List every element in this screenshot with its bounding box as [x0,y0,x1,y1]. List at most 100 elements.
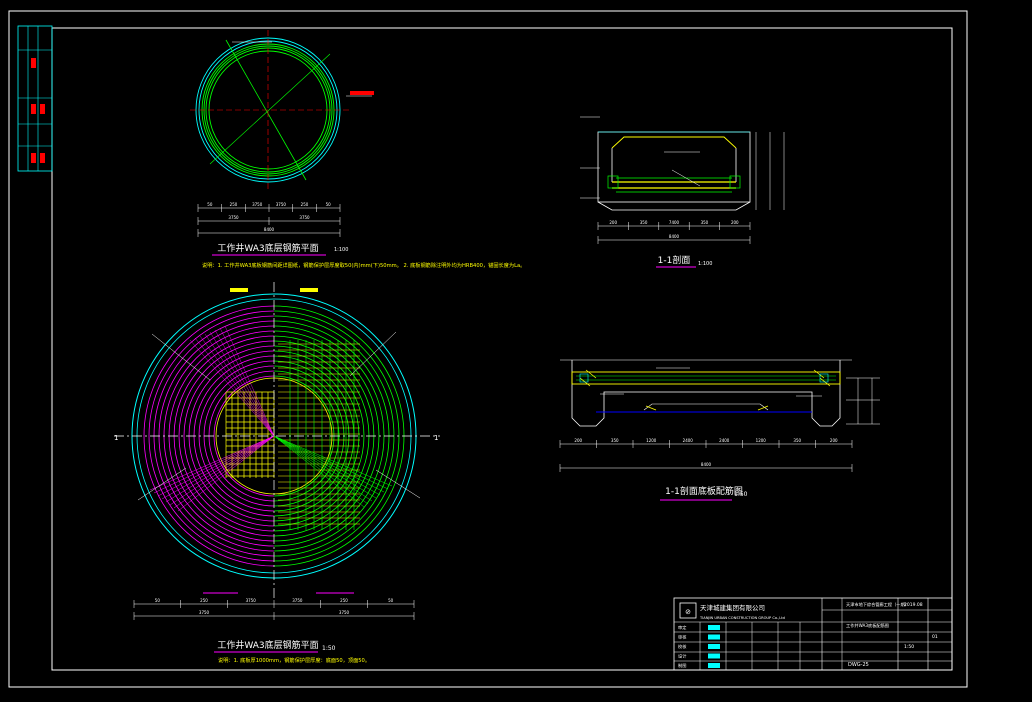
fan-bar [273,435,369,505]
fan-bar [153,435,275,494]
drawing-scale: 1:50 [904,644,914,650]
dim-label: 200 [609,220,617,225]
drawing-name: 工作井WA3底板配筋图 [846,622,889,629]
dim-label: 200 [574,438,582,443]
main-plan-scale: 1:50 [322,645,336,652]
ring-rebar-left [148,310,275,562]
fan-bar [273,435,381,496]
ring-rebar-right [273,330,380,542]
dim-label: 350 [640,220,648,225]
fan-bar [273,435,385,493]
dim-label: 200 [830,438,838,443]
company-name: 天津城建集团有限公司 [700,603,765,612]
top-plan-title: 工作井WA3底层钢筋平面 [217,242,318,254]
signature-stamp [708,663,720,668]
sheet-number: 01 [932,634,938,640]
dim-label: 250 [230,202,238,207]
dim-label: 3750 [252,202,263,207]
section-top-title: 1-1剖面 [658,254,691,266]
dim-label: 50 [155,598,161,603]
fan-bar [177,435,275,512]
role-label: 审定 [678,624,686,631]
svg-text:⊘: ⊘ [685,608,691,616]
fan-bar [273,435,365,508]
signature-stamp [708,625,720,630]
section-mark-left: 1 [114,434,118,442]
dim-label: 3750 [246,598,257,603]
fan-bar [173,435,275,509]
dim-label: 1200 [646,438,657,443]
fan-bar [165,435,275,503]
dim-label: 50 [326,202,332,207]
company-logo-icon [679,602,697,619]
sheet-outer-frame [8,10,968,688]
fan-bar [273,435,377,499]
dim-label: 350 [793,438,801,443]
fan-bar [199,335,275,437]
main-plan-note: 说明：1. 底板厚1000mm，钢筋保护层厚度：底面50，顶面50。 [218,656,370,664]
fan-bar [169,435,275,506]
fan-bar [161,435,275,500]
dim-label: 200 [731,220,739,225]
fan-bar [149,435,275,491]
dim-label: 7400 [669,220,680,225]
dim-label: 2400 [683,438,694,443]
role-label: 制图 [678,662,686,669]
dim-label: 1200 [756,438,767,443]
fan-bar [219,327,275,437]
dim-label: 250 [301,202,309,207]
dim-label: 3750 [299,215,310,220]
ring-rebar-right [273,345,365,527]
dim-label: 3750 [228,215,239,220]
side-stamp-block [17,25,53,172]
dim-label: 350 [611,438,619,443]
fan-bar [204,333,275,437]
drawing-number: DWG-25 [848,662,869,668]
top-plan-scale: 1:100 [334,247,348,253]
sheet-inner-frame [51,27,953,671]
fan-bar [224,325,275,437]
dim-label: 3750 [199,610,210,615]
dim-label: 250 [200,598,208,603]
fan-bar [214,329,275,437]
section-top-scale: 1:100 [698,261,712,267]
main-plan-view: 1 1 50 250 3750 3750 250 50 3750 3750 工作井WA3底层钢… [114,282,440,664]
dim-label: 250 [340,598,348,603]
dim-label: 2400 [719,438,730,443]
dim-label: 3750 [339,610,350,615]
dim-label: 50 [207,202,213,207]
fan-bar [273,435,373,502]
dim-label: 8400 [701,462,712,467]
project-name: 天津市地下综合管廊工程（一期） [846,601,909,608]
role-label: 设计 [678,653,686,660]
ring-rebar-left [178,340,275,532]
section-mark-right: 1 [434,434,438,442]
ring-rebar-left [143,305,275,567]
drawing-date: 2019.08 [904,602,923,608]
dim-label: 8400 [669,234,680,239]
company-name-en: TIANJIN URBAN CONSTRUCTION GROUP Co.,Ltd [699,616,785,620]
section-1-1-rebar-view: 200 350 1200 2400 2400 1200 350 200 8400 1-1剖面底板… [559,359,880,501]
top-plan-view: 50 250 3750 3750 250 50 3750 3750 8400 工作井WA3底层钢… [190,30,525,269]
fan-bar [273,435,389,490]
signature-stamp [708,634,720,640]
top-plan-notes: 说明：1. 工作井WA3底板钢筋间距详图纸，钢筋保护层厚度取50(内)mm(下)… [202,261,525,269]
main-plan-title: 工作井WA3底层钢筋平面 [217,639,318,651]
dim-label: 50 [388,598,394,603]
section-bottom-title: 1-1剖面底板配筋图 [665,485,743,497]
title-block: ⊘ 天津城建集团有限公司 TIANJIN URBAN CONSTRUCTION … [673,597,953,671]
fan-bar [273,435,393,487]
fan-bar [157,435,275,497]
dim-label: 8400 [264,227,275,232]
dim-label: 3750 [292,598,303,603]
role-label: 校核 [678,643,687,650]
fan-bar [189,339,275,437]
dim-label: 350 [701,220,709,225]
dim-label: 3750 [276,202,287,207]
fan-bar [209,331,275,437]
section-1-1-view: 200 350 7400 350 200 8400 1-1剖面 1:100 [580,116,785,268]
role-label: 审核 [678,634,687,641]
signature-stamp [708,644,720,649]
section-bottom-scale: 1:50 [734,491,748,498]
